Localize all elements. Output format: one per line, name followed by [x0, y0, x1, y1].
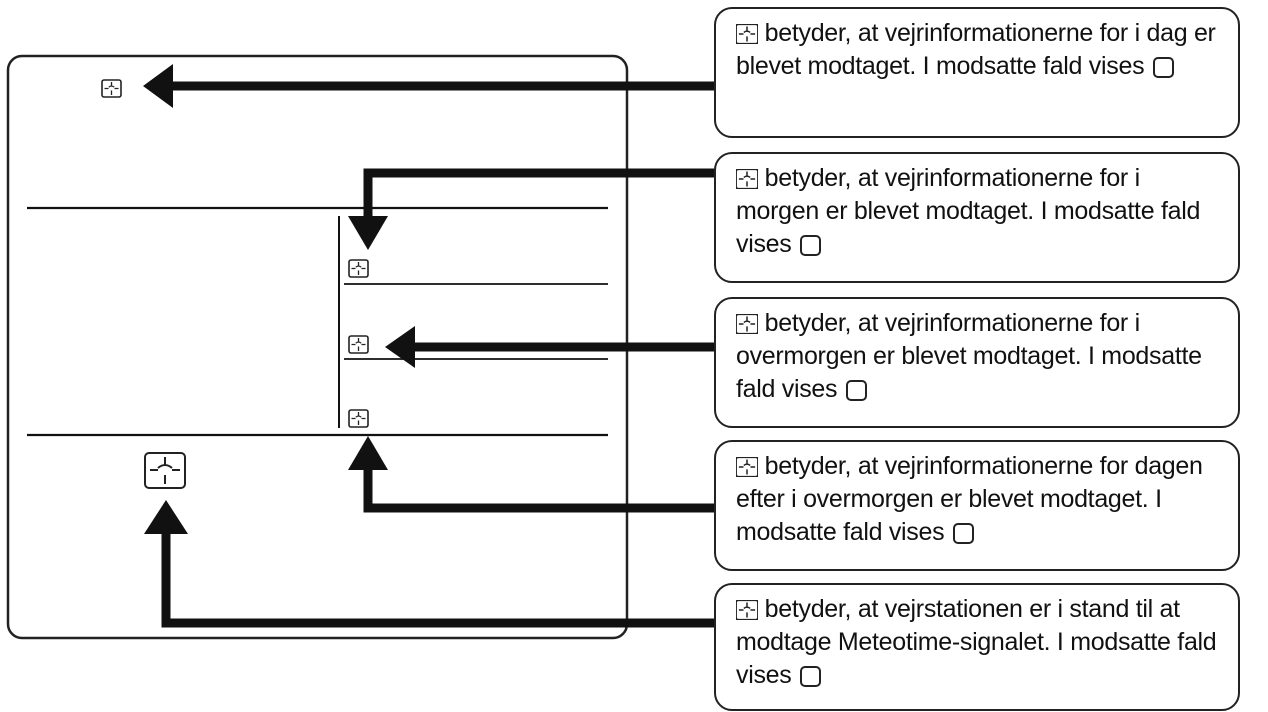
callout-tomorrow: betyder, at vejrinformationerne for i mo…: [714, 152, 1240, 283]
arrow-day-after: [385, 326, 715, 368]
callout-signal: betyder, at vejrstationen er i stand til…: [714, 583, 1240, 711]
arrow-today: [143, 64, 715, 108]
empty-box-icon: [845, 380, 867, 401]
empty-box-icon: [952, 523, 974, 544]
reception-icon: [736, 169, 758, 189]
reception-icon: [736, 24, 758, 44]
arrow-signal: [144, 500, 715, 628]
callout-today: betyder, at vejrinformationerne for i da…: [714, 7, 1240, 138]
reception-icon-today: [101, 79, 122, 98]
callout-text: betyder, at vejrstationen er i stand til…: [736, 595, 1217, 689]
reception-icon: [736, 314, 758, 334]
reception-icon: [736, 600, 758, 620]
arrow-tomorrow: [348, 168, 715, 250]
callout-day-after-tomorrow: betyder, at vejrinformationerne for i ov…: [714, 297, 1240, 428]
reception-icon-third-day: [348, 409, 369, 428]
callout-text: betyder, at vejrinformationerne for i ov…: [736, 309, 1202, 403]
empty-box-icon: [800, 235, 822, 256]
callout-text: betyder, at vejrinformationerne for i mo…: [736, 164, 1201, 258]
arrow-third-day: [348, 436, 715, 513]
reception-icon-tomorrow: [348, 259, 369, 278]
reception-icon-day-after: [348, 335, 369, 354]
empty-box-icon: [800, 666, 822, 687]
callout-third-day: betyder, at vejrinformationerne for dage…: [714, 440, 1240, 571]
callout-text: betyder, at vejrinformationerne for dage…: [736, 452, 1203, 546]
callout-text: betyder, at vejrinformationerne for i da…: [736, 19, 1216, 80]
reception-icon: [736, 457, 758, 477]
empty-box-icon: [1152, 57, 1174, 78]
signal-icon-large: [144, 452, 186, 489]
